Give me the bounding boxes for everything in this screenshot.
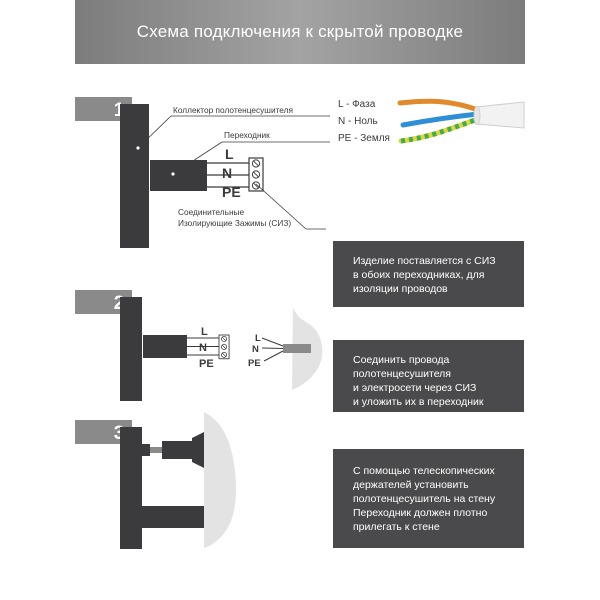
callout-2-line-2: полотенцесушителя xyxy=(353,368,451,380)
adapter-block xyxy=(143,335,187,358)
clamp-block-2 xyxy=(218,334,230,360)
wire-N-label: N xyxy=(222,165,232,181)
collector-bar xyxy=(120,297,142,401)
page-title: Схема подключения к скрытой проводке xyxy=(136,22,464,41)
clamp-block-1 xyxy=(248,157,264,192)
wire-PE-label: PE xyxy=(222,184,241,200)
step-1-number: 1 xyxy=(114,100,125,121)
towel-N-label: N xyxy=(199,342,207,354)
callout-2-line-3: и электросети через СИЗ xyxy=(353,382,477,394)
callout-3-line-3: полотенцесушитель на стену xyxy=(353,493,496,505)
wall-section-3 xyxy=(204,412,236,548)
callout-3-line-4: Переходник должен плотно xyxy=(353,507,488,519)
collector-bar xyxy=(120,427,142,549)
callout-3-line-1: С помощью телескопических xyxy=(353,465,495,477)
step-1-callout: Изделие поставляется с СИЗ в обоих перех… xyxy=(333,241,524,307)
wall-N-label: N xyxy=(252,344,259,355)
wall-PE-label: PE xyxy=(248,358,261,369)
wire-legend: L - Фаза N - Ноль PE - Земля xyxy=(338,98,525,144)
collector-bar xyxy=(120,104,149,248)
adapter-label: Переходник xyxy=(224,130,270,140)
holder-bracket xyxy=(142,444,150,456)
clamps-label-line2: Изолирующие Зажимы (СИЗ) xyxy=(178,218,291,228)
step-2-number: 2 xyxy=(114,293,125,314)
clamps-label-line1: Соединительные xyxy=(178,207,244,217)
callout-2-line-4: и уложить их в переходник xyxy=(353,396,484,408)
legend-neutral: N - Ноль xyxy=(338,116,378,127)
step-2: 2 L N PE L N PE xyxy=(75,290,323,401)
step-3-callout: С помощью телескопических держателей уст… xyxy=(333,449,524,548)
callout-1-line-1: Изделие поставляется с СИЗ xyxy=(353,255,496,267)
step-1: 1 L N PE Коллектор полотенцесушителя Пер… xyxy=(75,97,330,248)
callout-3-line-5: прилегать к стене xyxy=(353,521,440,533)
step-3: 3 xyxy=(75,412,236,549)
legend-phase: L - Фаза xyxy=(338,99,376,110)
step-2-callout: Соединить провода полотенцесушителя и эл… xyxy=(333,340,524,412)
title-banner: Схема подключения к скрытой проводке xyxy=(75,0,525,64)
callout-3-line-2: держателей установить xyxy=(353,479,469,491)
callout-1-line-3: изоляции проводов xyxy=(353,283,448,295)
holder-rod xyxy=(150,447,162,453)
towel-L-label: L xyxy=(201,326,208,338)
step-3-number: 3 xyxy=(114,423,125,444)
legend-earth: PE - Земля xyxy=(338,133,390,144)
wall-cable xyxy=(283,344,311,353)
adapter-flange xyxy=(192,432,204,468)
callout-2-line-1: Соединить провода xyxy=(353,354,450,366)
wall-L-label: L xyxy=(255,333,261,344)
lower-holder xyxy=(142,506,204,528)
towel-PE-label: PE xyxy=(199,358,214,370)
wire-L-label: L xyxy=(225,146,234,162)
cable-icon xyxy=(397,98,525,144)
adapter-block xyxy=(150,160,207,191)
callout-1-line-2: в обоих переходниках, для xyxy=(353,269,485,281)
collector-label: Коллектор полотенцесушителя xyxy=(173,105,293,115)
adapter-block xyxy=(162,441,192,459)
